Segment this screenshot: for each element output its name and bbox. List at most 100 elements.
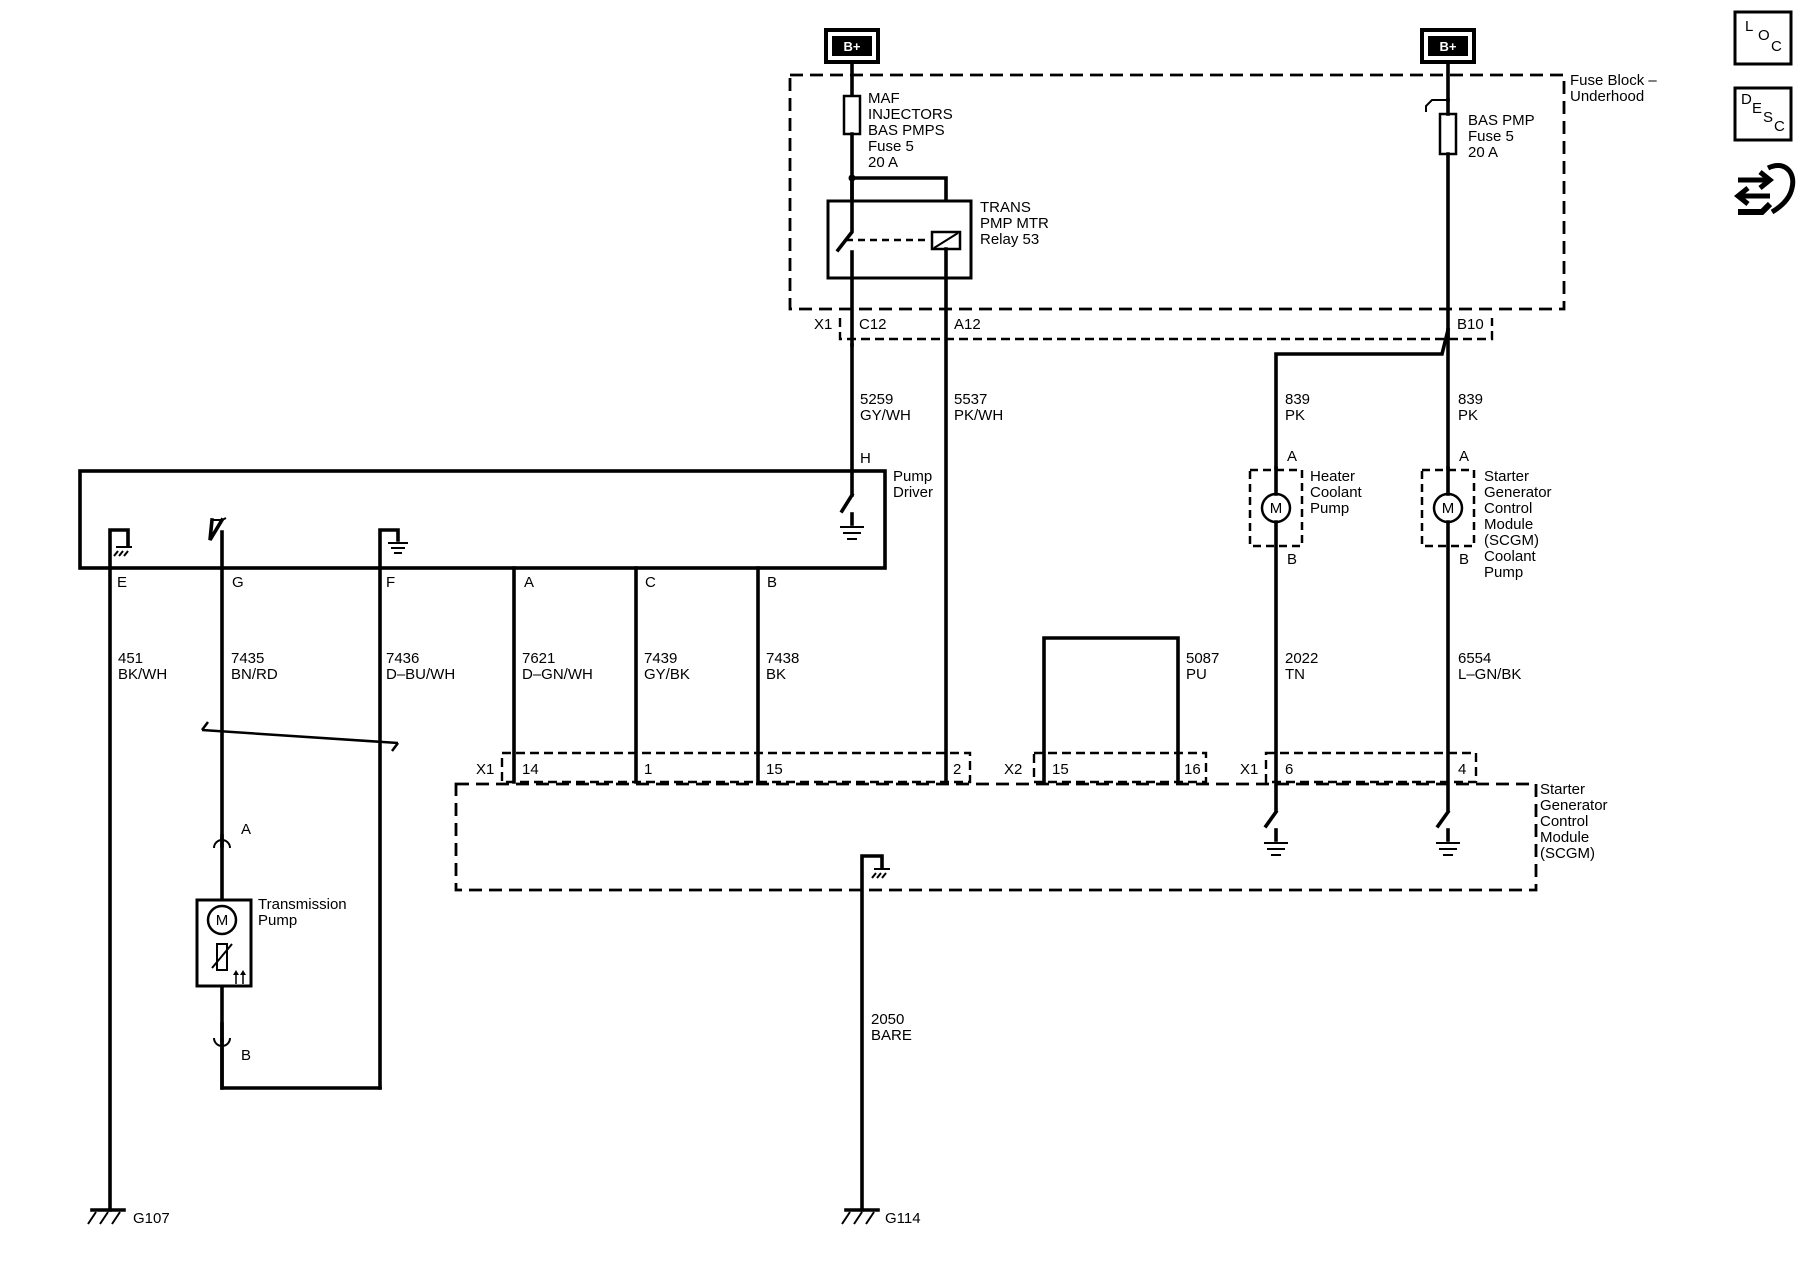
svg-text:Fuse 5: Fuse 5 [1468, 128, 1514, 145]
chassis-ground-icon [113, 546, 132, 557]
svg-text:MAF: MAF [868, 90, 900, 107]
svg-text:451: 451 [118, 650, 143, 667]
location-view-icon[interactable]: L O C [1733, 10, 1793, 66]
repair-procedure-icon[interactable] [1733, 163, 1796, 215]
heater-pump-pin-a: A [1287, 448, 1297, 465]
pin-g: G [232, 574, 244, 591]
wire-839-branch [1274, 327, 1451, 470]
relay-coil-diagonal [933, 232, 959, 249]
ground-g107: G107 [87, 1208, 170, 1227]
svg-text:TRANS: TRANS [980, 199, 1031, 216]
twisted-pair-tick-right [391, 742, 399, 752]
pin-c12: C12 [859, 316, 887, 333]
svg-text:839: 839 [1458, 391, 1483, 408]
svg-text:Starter: Starter [1540, 781, 1585, 798]
wire-2050 [860, 854, 884, 1212]
svg-text:6554: 6554 [1458, 650, 1491, 667]
scgm-pin-6: 6 [1285, 761, 1293, 778]
svg-text:Heater: Heater [1310, 468, 1355, 485]
svg-text:S: S [1763, 109, 1773, 126]
scgm-connector-x1-right [1264, 751, 1478, 784]
svg-text:TN: TN [1285, 666, 1305, 683]
motor-label: M [1442, 500, 1455, 517]
connector-x1-label: X1 [814, 316, 832, 333]
svg-text:GY/WH: GY/WH [860, 407, 911, 424]
svg-text:D: D [1741, 91, 1752, 108]
svg-text:C: C [1771, 38, 1782, 55]
chassis-ground-icon [871, 868, 890, 879]
svg-text:GY/BK: GY/BK [644, 666, 690, 683]
scgm-pump-pin-a: A [1459, 448, 1469, 465]
wire-label-5087: 5087 PU [1186, 650, 1219, 683]
scgm-pin-2: 2 [953, 761, 961, 778]
heater-coolant-pump: M A B Heater Coolant Pump [1248, 448, 1363, 568]
scgm-module-outline [454, 782, 1538, 892]
svg-text:7621: 7621 [522, 650, 555, 667]
scgm-label: Starter Generator Control Module (SCGM) [1540, 781, 1608, 862]
transmission-pump: A M B Transmission Pump [195, 821, 347, 1064]
wire-label-2050: 2050 BARE [871, 1011, 912, 1044]
bplus-left-terminal: B+ [824, 28, 880, 64]
bplus-left-label: B+ [844, 39, 861, 54]
scgm-coolant-pump: M A B Starter Generator Control Module (… [1420, 448, 1552, 581]
ground-g114: G114 [841, 1208, 921, 1227]
svg-text:5259: 5259 [860, 391, 893, 408]
pump-driver-label-2: Driver [893, 484, 933, 501]
bplus-right-label: B+ [1440, 39, 1457, 54]
scgm-x1-left-label: X1 [476, 761, 494, 778]
svg-text:839: 839 [1285, 391, 1310, 408]
svg-text:BK: BK [766, 666, 786, 683]
fuse-block-label-2: Underhood [1570, 88, 1644, 105]
svg-text:2050: 2050 [871, 1011, 904, 1028]
svg-text:Generator: Generator [1484, 484, 1552, 501]
svg-text:BN/RD: BN/RD [231, 666, 278, 683]
svg-text:L–GN/BK: L–GN/BK [1458, 666, 1521, 683]
scgm-switch-4 [1435, 809, 1460, 856]
pin-h: H [860, 450, 871, 467]
svg-text:(SCGM): (SCGM) [1484, 532, 1539, 549]
pin-c: C [645, 574, 656, 591]
description-view-icon[interactable]: D E S C [1733, 86, 1793, 142]
wire-label-2022: 2022 TN [1285, 650, 1318, 683]
svg-text:20 A: 20 A [1468, 144, 1498, 161]
fuse-right-labels: BAS PMP Fuse 5 20 A [1468, 112, 1535, 161]
pin-b10: B10 [1457, 316, 1484, 333]
svg-text:2022: 2022 [1285, 650, 1318, 667]
wire-label-6554: 6554 L–GN/BK [1458, 650, 1521, 683]
svg-text:BK/WH: BK/WH [118, 666, 167, 683]
scgm-x2-pin-16: 16 [1184, 761, 1201, 778]
wire-label-451: 451 BK/WH [118, 650, 167, 683]
wire-label-5537: 5537 PK/WH [954, 391, 1003, 424]
scgm-pin-1: 1 [644, 761, 652, 778]
svg-text:7436: 7436 [386, 650, 419, 667]
scgm-switch-6 [1263, 809, 1288, 856]
wire-label-7439: 7439 GY/BK [644, 650, 690, 683]
svg-text:E: E [1752, 100, 1762, 117]
twisted-pair-tick-left [201, 721, 209, 731]
relay-switch-contact [835, 176, 854, 253]
svg-text:BAS PMP: BAS PMP [1468, 112, 1535, 129]
fuse-right [1438, 112, 1458, 156]
wire-5087 [1042, 636, 1180, 784]
trans-pump-label-2: Pump [258, 912, 297, 929]
fuse-left [842, 94, 862, 136]
scgm-pump-pin-b: B [1459, 551, 1469, 568]
scgm-x1-right-label: X1 [1240, 761, 1258, 778]
wire-label-7438: 7438 BK [766, 650, 799, 683]
svg-text:Relay 53: Relay 53 [980, 231, 1039, 248]
svg-text:Coolant: Coolant [1484, 548, 1537, 565]
fuse-block-outline [788, 73, 1566, 311]
scgm-pin-15: 15 [766, 761, 783, 778]
pin-a: A [524, 574, 534, 591]
scgm-x2-label: X2 [1004, 761, 1022, 778]
trans-pump-pin-b: B [241, 1047, 251, 1064]
scgm-x2-pin-15: 15 [1052, 761, 1069, 778]
trans-pump-pin-a: A [241, 821, 251, 838]
wire-label-7621: 7621 D–GN/WH [522, 650, 593, 683]
wire-label-839-right: 839 PK [1458, 391, 1483, 424]
svg-text:PMP MTR: PMP MTR [980, 215, 1049, 232]
ground-g107-label: G107 [133, 1210, 170, 1227]
svg-text:PK/WH: PK/WH [954, 407, 1003, 424]
ground-icon [388, 542, 408, 554]
scgm-connector-x2 [1032, 751, 1208, 784]
